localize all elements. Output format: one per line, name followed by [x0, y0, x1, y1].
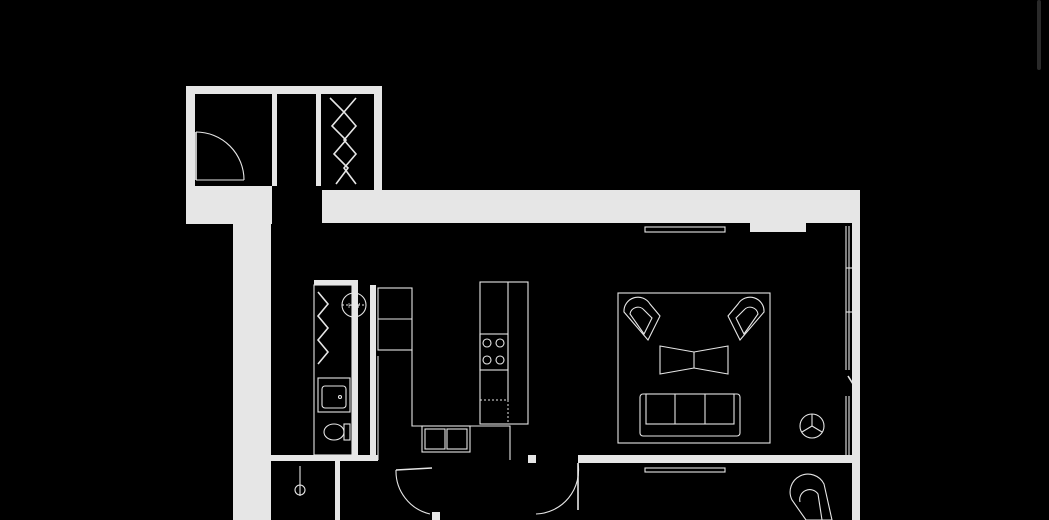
toilet-bowl-icon [323, 423, 345, 441]
burner-icon-3 [482, 355, 492, 365]
lower-partition [335, 461, 340, 520]
entry-partition [272, 94, 277, 186]
top-exterior-wall [322, 190, 860, 223]
hall-door-swing [535, 462, 580, 515]
top-window [644, 226, 726, 233]
kitchen-island [479, 281, 529, 425]
sink-icon [321, 385, 347, 409]
top-wall-column [750, 220, 806, 232]
left-exterior-wall [233, 186, 271, 520]
plant-leaf-3 [811, 425, 823, 433]
lower-wall-stub [432, 512, 440, 520]
armchair-left-icon [623, 296, 661, 341]
entry-right-wall [374, 86, 382, 194]
entry-left-wall [186, 86, 195, 186]
bedroom-chair-icon [789, 473, 833, 520]
burner-icon [482, 338, 492, 348]
kitchen-sink-icon [421, 425, 471, 453]
entry-door-swing [195, 131, 245, 181]
balcony-door-leaf[interactable] [847, 375, 859, 393]
kitchen-left-wall [370, 285, 376, 455]
hall-column [528, 455, 536, 463]
sink-basin-left [424, 428, 446, 450]
bath-bottom-wall [270, 455, 378, 461]
burner-icon-4 [495, 355, 505, 365]
burner-icon-2 [495, 338, 505, 348]
kitchen-counter-run [378, 349, 511, 460]
sofa-seat [645, 393, 735, 425]
dishwasher-icon [479, 399, 509, 425]
bathroom-outline [313, 284, 353, 456]
sink-basin-right [446, 428, 468, 450]
bath-top-wall [314, 280, 358, 285]
cooktop-icon [479, 333, 509, 371]
laundry-bifold-door[interactable] [316, 291, 330, 365]
vanity-counter [317, 377, 351, 413]
bedroom-top-wall [578, 455, 852, 463]
shower-head-icon [294, 484, 306, 496]
armchair-right-icon [727, 296, 765, 341]
toilet-tank-icon [343, 423, 351, 441]
bedroom-window [644, 467, 726, 473]
bedroom-door-leaf[interactable] [395, 467, 433, 471]
sink-drain-icon [337, 394, 343, 400]
closet-partition [316, 94, 321, 186]
sofa-icon [639, 393, 741, 437]
closet-bifold-door-2[interactable] [342, 97, 358, 185]
plant-leaf-2 [801, 425, 813, 433]
bedroom-door-swing [395, 469, 431, 515]
water-heater-label: HW [348, 303, 360, 310]
right-exterior-wall [852, 218, 860, 520]
area-rug [617, 292, 771, 444]
scrollbar-thumb[interactable] [1037, 0, 1041, 70]
bath-partition-wall [352, 285, 358, 455]
entry-top-wall [186, 86, 382, 94]
